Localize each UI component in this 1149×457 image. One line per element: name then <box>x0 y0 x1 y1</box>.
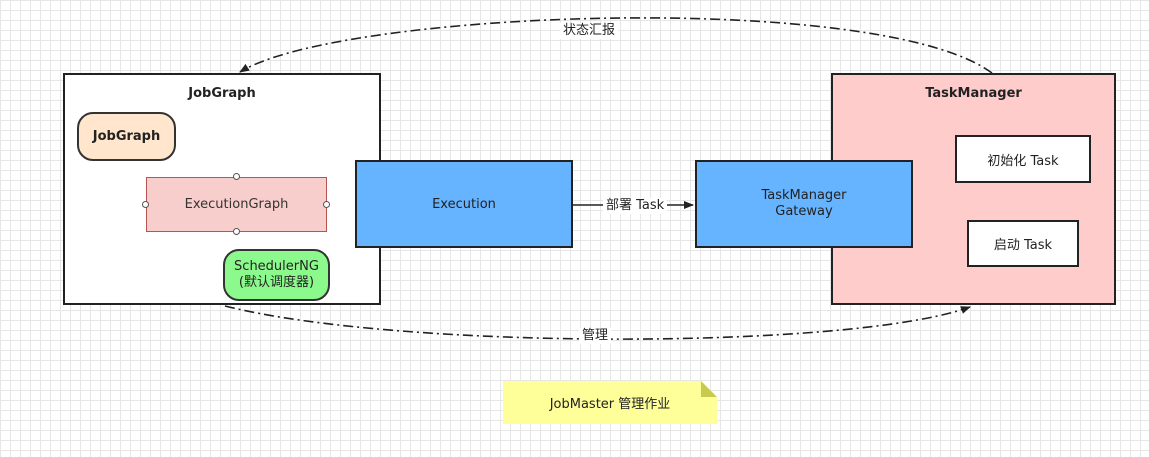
scheduler-node-sublabel: (默认调度器) <box>238 275 315 290</box>
scheduler-node-label: SchedulerNG <box>234 259 319 274</box>
executiongraph-node-label: ExecutionGraph <box>184 197 289 212</box>
taskmanager-gateway-node[interactable]: TaskManager Gateway <box>695 160 913 248</box>
selection-handle-bottom[interactable] <box>233 228 240 235</box>
jobmaster-note[interactable]: JobMaster 管理作业 <box>503 381 717 424</box>
jobgraph-container-title: JobGraph <box>188 86 256 101</box>
start-task-label: 启动 Task <box>993 238 1053 253</box>
selection-handle-top[interactable] <box>233 173 240 180</box>
selection-handle-left[interactable] <box>142 201 149 208</box>
execution-node[interactable]: Execution <box>355 160 573 248</box>
execution-node-label: Execution <box>432 196 496 212</box>
status-report-label: 状态汇报 <box>560 23 619 39</box>
scheduler-node[interactable]: SchedulerNG (默认调度器) <box>223 249 330 301</box>
jobgraph-node[interactable]: JobGraph <box>77 112 176 161</box>
taskmanager-gateway-label-line2: Gateway <box>775 204 833 219</box>
init-task-node[interactable]: 初始化 Task <box>955 135 1091 183</box>
taskmanager-container-title: TaskManager <box>925 86 1022 101</box>
start-task-node[interactable]: 启动 Task <box>967 220 1079 267</box>
executiongraph-node[interactable]: ExecutionGraph <box>146 177 327 232</box>
status-report-edge <box>239 17 993 74</box>
init-task-label: 初始化 Task <box>987 153 1059 169</box>
deploy-task-label: 部署 Task <box>603 198 668 214</box>
manage-label: 管理 <box>579 328 612 344</box>
jobgraph-node-label: JobGraph <box>92 129 161 144</box>
note-shape <box>503 381 717 424</box>
selection-handle-right[interactable] <box>323 201 330 208</box>
manage-edge <box>224 305 971 340</box>
taskmanager-gateway-label-line1: TaskManager <box>761 188 847 203</box>
note-text: JobMaster 管理作业 <box>549 397 671 412</box>
